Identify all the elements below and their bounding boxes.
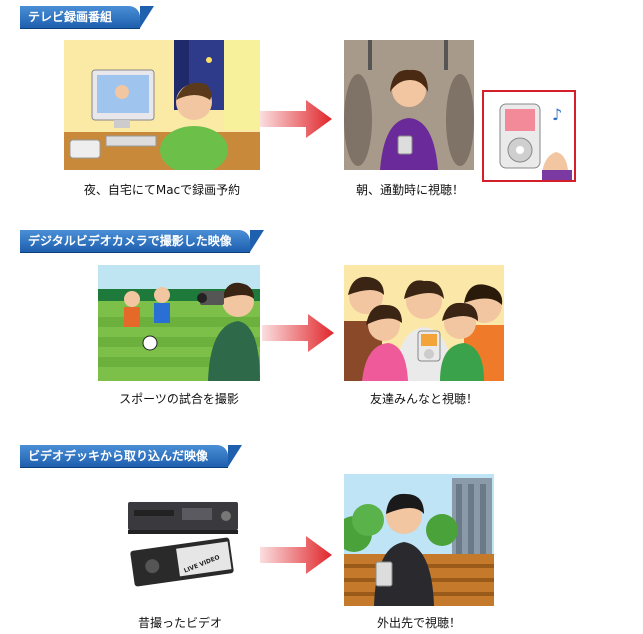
illustration-soccer-filming (98, 265, 260, 381)
section-title: デジタルビデオカメラで撮影した映像 (28, 234, 232, 248)
illustration-park-viewing (344, 474, 494, 606)
caption-left-2: スポーツの試合を撮影 (119, 392, 239, 406)
section-title: テレビ録画番組 (28, 10, 113, 24)
caption-right-1: 朝、通勤時に視聴！ (355, 183, 464, 197)
arrow-right-icon (260, 100, 332, 138)
section-header-camera: デジタルビデオカメラで撮影した映像 (20, 230, 264, 252)
section-header-tv: テレビ録画番組 (20, 6, 154, 28)
caption-right-2: 友達みんなと視聴！ (369, 392, 478, 406)
caption-right-3: 外出先で視聴！ (376, 616, 461, 630)
arrow-right-icon (260, 536, 332, 574)
section-title: ビデオデッキから取り込んだ映像 (28, 449, 209, 463)
caption-left-3: 昔撮ったビデオ (137, 616, 222, 630)
illustration-home-mac (64, 40, 260, 170)
caption-left-1: 夜、自宅にてMacで録画予約 (83, 183, 241, 197)
illustration-friends-watching (344, 265, 504, 381)
svg-text:♪: ♪ (552, 105, 562, 124)
section-header-vcr: ビデオデッキから取り込んだ映像 (20, 445, 242, 467)
illustration-commute (344, 40, 474, 170)
illustration-vcr-tape: LIVE VIDEO (124, 500, 242, 588)
arrow-right-icon (262, 314, 334, 352)
illustration-player-callout: ♪ (482, 90, 576, 182)
